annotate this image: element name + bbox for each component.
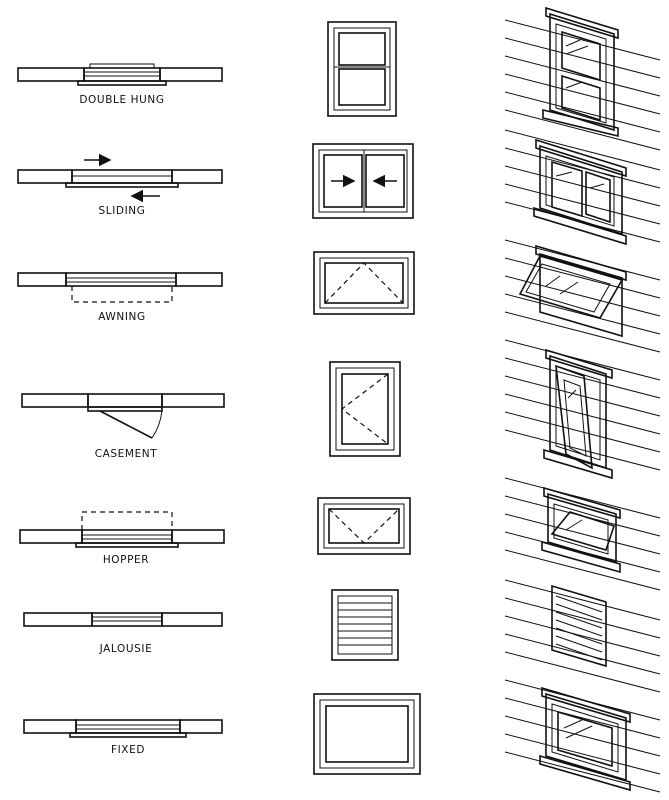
plan-awning: AWNING (17, 272, 223, 323)
label-double-hung: DOUBLE HUNG (79, 94, 164, 106)
pictorial-casement (504, 339, 661, 480)
elevation-fixed (313, 693, 421, 775)
pictorial-double-hung (504, 6, 661, 151)
row-fixed: FIXED (23, 679, 661, 793)
label-fixed: FIXED (111, 744, 145, 756)
plan-sliding: SLIDING (17, 153, 223, 217)
plan-casement: CASEMENT (21, 393, 225, 460)
plan-jalousie: JALOUSIE (23, 612, 223, 655)
pictorial-hopper (504, 477, 661, 591)
row-awning: AWNING (17, 239, 661, 353)
row-sliding: SLIDING (17, 129, 661, 246)
label-hopper: HOPPER (103, 554, 149, 566)
row-double-hung: DOUBLE HUNG (17, 6, 661, 151)
row-jalousie: JALOUSIE (23, 579, 661, 693)
plan-double-hung: DOUBLE HUNG (17, 63, 223, 106)
pictorial-fixed (504, 679, 661, 793)
pictorial-jalousie (504, 579, 661, 693)
elevation-sliding (312, 143, 414, 219)
row-casement: CASEMENT (21, 339, 661, 480)
elevation-hopper (317, 497, 411, 555)
label-casement: CASEMENT (95, 448, 158, 460)
row-hopper: HOPPER (19, 477, 661, 591)
elevation-awning (313, 251, 415, 315)
plan-hopper: HOPPER (19, 511, 225, 566)
label-awning: AWNING (98, 311, 146, 323)
pictorial-sliding (504, 129, 661, 246)
pictorial-awning (504, 239, 661, 353)
elevation-double-hung (327, 21, 397, 117)
label-sliding: SLIDING (99, 205, 146, 217)
plan-fixed: FIXED (23, 719, 223, 756)
elevation-casement (329, 361, 401, 457)
elevation-jalousie (331, 589, 399, 661)
label-jalousie: JALOUSIE (99, 643, 153, 655)
